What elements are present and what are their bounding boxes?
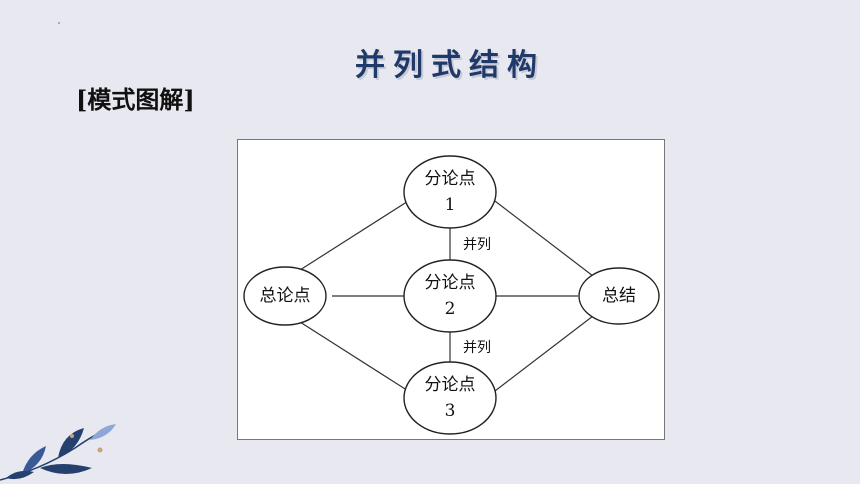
node-top: 分论点 1 [405,166,495,218]
node-bottom-shape [403,361,497,435]
node-mid: 分论点 2 [405,270,495,322]
node-top-shape [403,155,497,229]
node-bottom-line1: 分论点 [424,375,476,395]
node-top-line1: 分论点 [424,169,476,189]
node-mid-line2: 2 [444,299,456,319]
connector-bottom-right [490,315,594,395]
diagram-label: [模式图解] [76,85,195,114]
relation-upper: 并列 [463,237,491,253]
connector-left-top [299,197,414,271]
node-mid-line1: 分论点 [424,273,476,293]
node-mid-shape [403,259,497,333]
relation-lower: 并列 [463,340,491,356]
structure-diagram: 分论点 1 分论点 2 分论点 3 总论点 总结 并列 并列 [237,139,665,440]
connector-top-right [490,197,594,277]
slide-title: 并列式结构 [355,48,545,83]
connector-left-bottom [299,321,414,395]
node-bottom: 分论点 3 [405,372,495,424]
node-bottom-line2: 3 [444,401,456,421]
node-right-shape [578,267,660,325]
node-left-shape [243,266,327,326]
leaf-branch-icon [0,424,116,481]
node-right: 总结 [602,286,636,306]
node-left: 总论点 [259,286,311,306]
node-top-line2: 1 [444,195,456,215]
decorative-dot [58,22,60,24]
diagram-connectors [243,155,660,435]
